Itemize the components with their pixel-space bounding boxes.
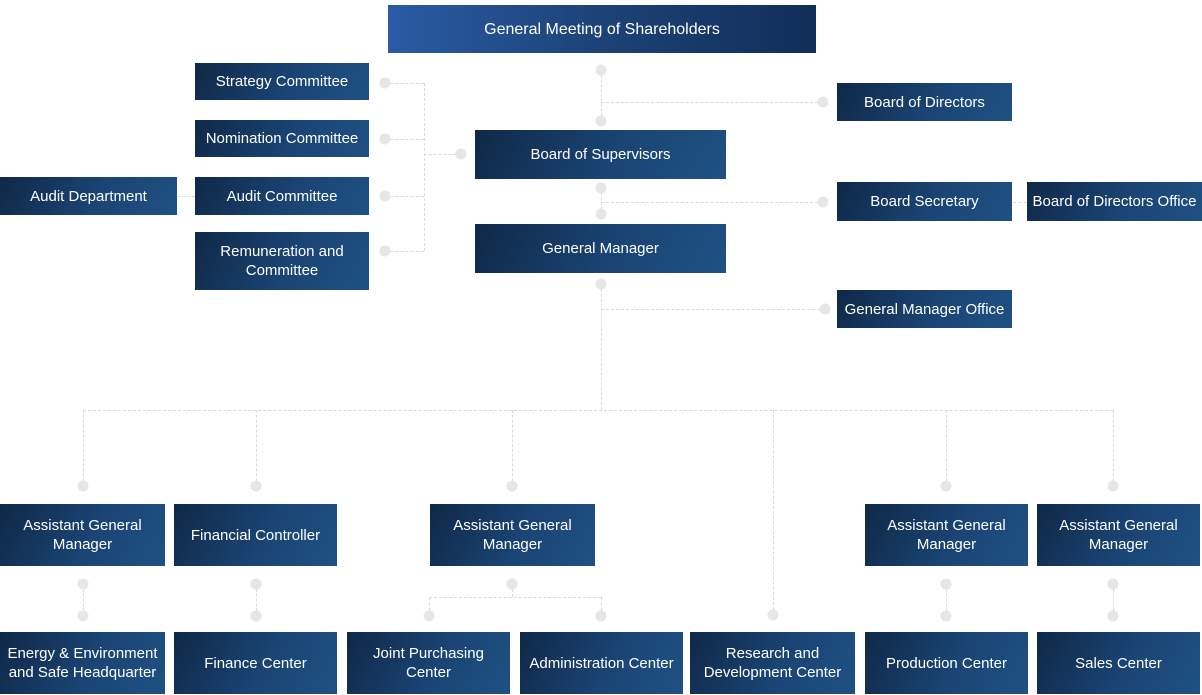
connector-secretary-to-bodoffice	[1013, 202, 1027, 203]
connector-fincontroller-to-finance	[256, 584, 257, 616]
connector-dot	[250, 610, 262, 622]
org-box-board-of-directors: Board of Directors	[837, 83, 1012, 121]
connector-dot	[455, 148, 467, 160]
connector-dot	[506, 578, 518, 590]
connector-stub-audit-committee	[385, 196, 424, 197]
org-box-energy-environment-safe-headquarter: Energy & Environment and Safe Headquarte…	[0, 632, 165, 694]
connector-dot	[77, 480, 89, 492]
connector-main-bus	[83, 410, 1113, 411]
connector-drop-agm2	[512, 410, 513, 486]
connector-dot	[77, 578, 89, 590]
connector-dot	[1107, 610, 1119, 622]
connector-dot	[595, 610, 607, 622]
connector-bus-to-supervisors	[424, 154, 461, 155]
connector-agm2-branch	[429, 597, 601, 598]
org-box-financial-controller: Financial Controller	[174, 504, 337, 566]
connector-dot	[595, 115, 607, 127]
org-box-nomination-committee: Nomination Committee	[195, 120, 369, 157]
connector-dot	[77, 610, 89, 622]
connector-dot	[250, 480, 262, 492]
org-box-assistant-general-manager-2: Assistant General Manager	[430, 504, 595, 566]
connector-dot	[940, 480, 952, 492]
connector-dot	[940, 578, 952, 590]
connector-drop-agm1	[83, 410, 84, 486]
connector-dot	[379, 245, 391, 257]
connector-dot	[595, 278, 607, 290]
org-box-assistant-general-manager-1: Assistant General Manager	[0, 504, 165, 566]
connector-to-gm-office	[601, 309, 825, 310]
org-box-general-meeting-of-shareholders: General Meeting of Shareholders	[388, 5, 816, 53]
connector-auditdept-to-auditcommittee	[178, 196, 195, 197]
org-box-assistant-general-manager-3: Assistant General Manager	[865, 504, 1028, 566]
org-box-general-manager: General Manager	[475, 224, 726, 273]
connector-agm2-stem	[512, 584, 513, 597]
connector-dot	[817, 96, 829, 108]
connector-to-board-of-directors	[601, 102, 823, 103]
org-box-general-manager-office: General Manager Office	[837, 290, 1012, 328]
connector-dot	[1107, 578, 1119, 590]
connector-stub-remuneration	[385, 251, 424, 252]
connector-dot	[250, 578, 262, 590]
connector-stub-strategy	[385, 83, 424, 84]
connector-supervisors-to-gm	[601, 188, 602, 214]
connector-committee-bus	[424, 83, 425, 251]
connector-branch-to-admin	[601, 597, 602, 616]
connector-gm-to-bus	[601, 284, 602, 410]
org-box-audit-committee: Audit Committee	[195, 177, 369, 215]
org-box-board-secretary: Board Secretary	[837, 182, 1012, 221]
connector-dot	[595, 64, 607, 76]
org-box-strategy-committee: Strategy Committee	[195, 63, 369, 100]
connector-stub-nomination	[385, 139, 424, 140]
org-box-audit-department: Audit Department	[0, 177, 177, 215]
connector-dot	[506, 480, 518, 492]
connector-dot	[379, 77, 391, 89]
connector-agm1-to-energy	[83, 584, 84, 616]
connector-drop-fincontroller	[256, 410, 257, 486]
org-box-joint-purchasing-center: Joint Purchasing Center	[347, 632, 510, 694]
connector-dot	[819, 303, 831, 315]
org-box-administration-center: Administration Center	[520, 632, 683, 694]
org-box-board-of-supervisors: Board of Supervisors	[475, 130, 726, 179]
connector-agm3-to-production	[946, 584, 947, 616]
connector-drop-agm4	[1113, 410, 1114, 486]
connector-dot	[379, 190, 391, 202]
connector-dot	[423, 610, 435, 622]
connector-drop-rdcenter	[773, 410, 774, 615]
org-box-sales-center: Sales Center	[1037, 632, 1200, 694]
connector-branch-to-purchasing	[429, 597, 430, 616]
connector-to-board-secretary	[601, 202, 823, 203]
org-box-production-center: Production Center	[865, 632, 1028, 694]
org-box-finance-center: Finance Center	[174, 632, 337, 694]
org-box-research-and-development-center: Research and Development Center	[690, 632, 855, 694]
connector-dot	[817, 196, 829, 208]
connector-dot	[379, 133, 391, 145]
connector-drop-agm3	[946, 410, 947, 486]
connector-dot	[595, 208, 607, 220]
org-box-board-of-directors-office: Board of Directors Office	[1027, 182, 1202, 221]
connector-dot	[940, 610, 952, 622]
connector-dot	[595, 182, 607, 194]
org-box-remuneration-committee: Remuneration and Committee	[195, 232, 369, 290]
org-box-assistant-general-manager-4: Assistant General Manager	[1037, 504, 1200, 566]
connector-agm4-to-sales	[1113, 584, 1114, 616]
connector-dot	[1107, 480, 1119, 492]
connector-dot	[767, 609, 779, 621]
connector-top-to-supervisors	[601, 70, 602, 121]
